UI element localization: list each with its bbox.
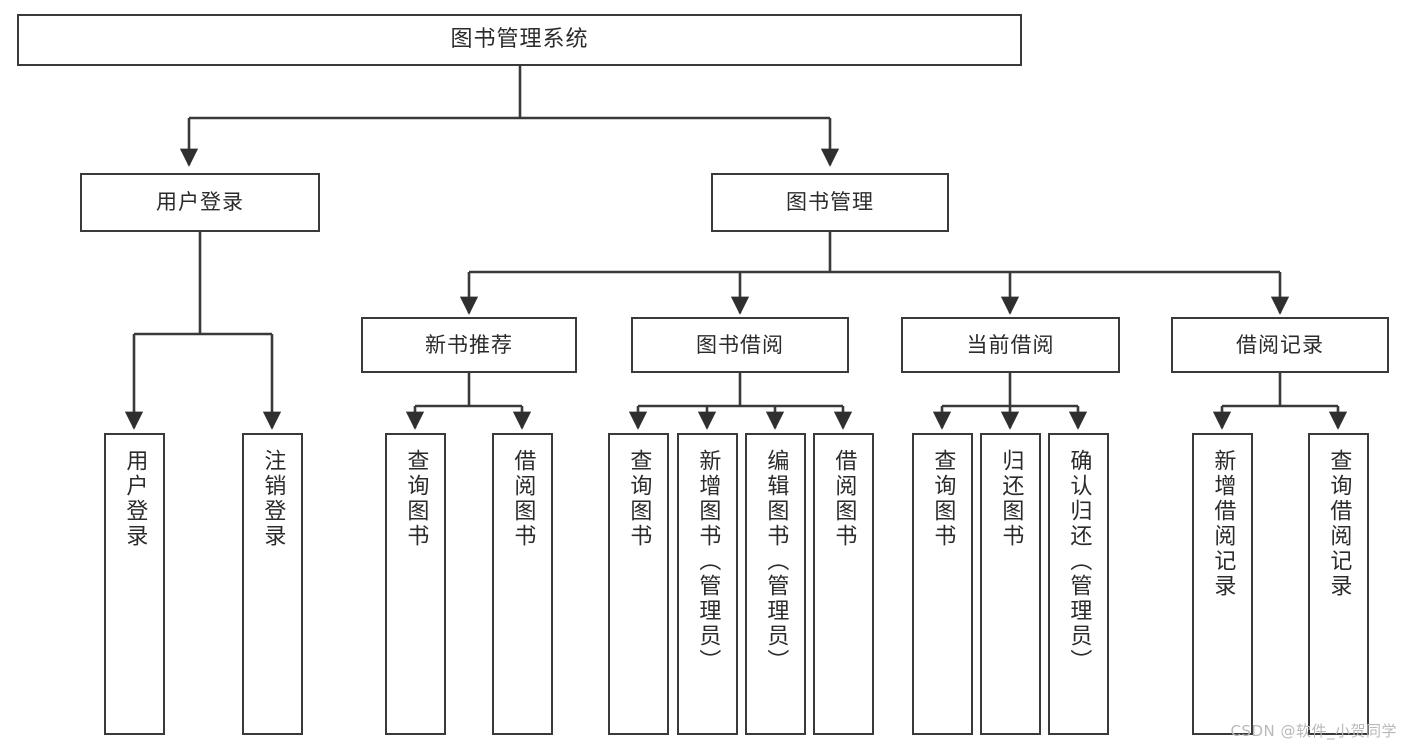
- node-label: 归还图书: [998, 449, 1024, 549]
- node-borrow-record[interactable]: 借阅记录: [1171, 317, 1389, 373]
- node-label: 查询图书: [930, 449, 956, 549]
- node-label: 借阅图书: [510, 449, 536, 549]
- node-label: 编辑图书（管理员）: [763, 449, 789, 674]
- node-label: 图书管理系统: [450, 27, 589, 53]
- node-label: 新增借阅记录: [1210, 449, 1236, 599]
- leaf-borrow-add-book-admin[interactable]: 新增图书（管理员）: [677, 433, 738, 735]
- node-label: 图书借阅: [696, 332, 784, 357]
- node-label: 借阅图书: [831, 449, 857, 549]
- leaf-recommend-borrow-book[interactable]: 借阅图书: [492, 433, 553, 735]
- leaf-recommend-query-book[interactable]: 查询图书: [385, 433, 446, 735]
- node-book-management[interactable]: 图书管理: [711, 173, 949, 232]
- node-label: 图书管理: [786, 190, 874, 215]
- leaf-borrow-query-book[interactable]: 查询图书: [608, 433, 669, 735]
- node-label: 查询图书: [626, 449, 652, 549]
- leaf-borrow-edit-book-admin[interactable]: 编辑图书（管理员）: [745, 433, 806, 735]
- node-label: 借阅记录: [1236, 332, 1324, 357]
- node-label: 新书推荐: [425, 332, 513, 357]
- leaf-user-login-logout[interactable]: 注销登录: [242, 433, 303, 735]
- node-new-book-recommend[interactable]: 新书推荐: [361, 317, 577, 373]
- leaf-user-login-login[interactable]: 用户登录: [104, 433, 165, 735]
- node-root-system[interactable]: 图书管理系统: [17, 14, 1022, 66]
- node-user-login[interactable]: 用户登录: [80, 173, 320, 232]
- leaf-record-add-record[interactable]: 新增借阅记录: [1192, 433, 1253, 735]
- leaf-current-query-book[interactable]: 查询图书: [912, 433, 973, 735]
- leaf-record-query-record[interactable]: 查询借阅记录: [1308, 433, 1369, 735]
- node-label: 当前借阅: [966, 332, 1055, 357]
- leaf-current-return-book[interactable]: 归还图书: [980, 433, 1041, 735]
- node-label: 新增图书（管理员）: [695, 449, 721, 674]
- node-current-borrow[interactable]: 当前借阅: [901, 317, 1120, 373]
- node-label: 确认归还（管理员）: [1066, 449, 1092, 674]
- node-label: 注销登录: [260, 449, 286, 549]
- node-label: 查询图书: [403, 449, 429, 549]
- node-label: 用户登录: [122, 449, 148, 549]
- leaf-borrow-borrow-book[interactable]: 借阅图书: [813, 433, 874, 735]
- node-label: 查询借阅记录: [1326, 449, 1352, 599]
- node-label: 用户登录: [156, 190, 244, 215]
- node-book-borrow[interactable]: 图书借阅: [631, 317, 849, 373]
- leaf-current-confirm-return-admin[interactable]: 确认归还（管理员）: [1048, 433, 1109, 735]
